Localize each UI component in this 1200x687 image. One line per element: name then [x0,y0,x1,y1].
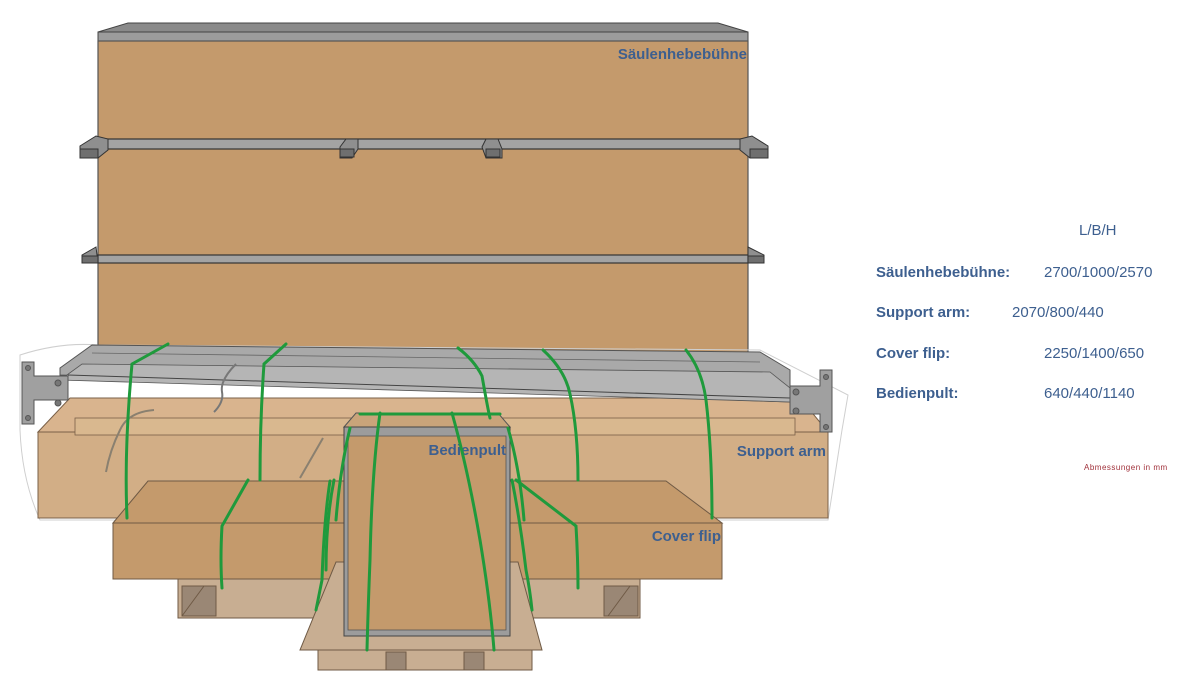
dimension-value: 2250/1400/650 [1044,345,1145,362]
label-cover-flip: Cover flip [652,528,721,545]
dimension-name: Säulenhebebühne: [876,264,1011,281]
label-support-arm: Support arm [737,443,826,460]
straps [124,342,714,652]
arm-end-plate-right [789,369,833,433]
label-column-lift: Säulenhebebühne [618,46,747,63]
control-panel-crate: Bedienpult [299,412,543,671]
dimensions-header: L/B/H [1079,222,1117,239]
dimension-value: 2070/800/440 [1012,304,1104,321]
unit-note: Abmessungen in mm [1084,463,1168,472]
arm-end-plate-left [21,361,69,425]
dimension-value: 640/440/1140 [1044,385,1135,402]
dimension-name: Cover flip: [876,345,951,362]
dimension-name: Support arm: [876,304,971,321]
column-lift-crate: Säulenhebebühne [79,22,769,362]
dimension-value: 2700/1000/2570 [1044,264,1153,281]
dimension-name: Bedienpult: [876,385,959,402]
rail-bracket [79,135,769,159]
label-control-panel: Bedienpult [429,442,507,459]
cover-flip-crate: Cover flip [111,480,724,619]
